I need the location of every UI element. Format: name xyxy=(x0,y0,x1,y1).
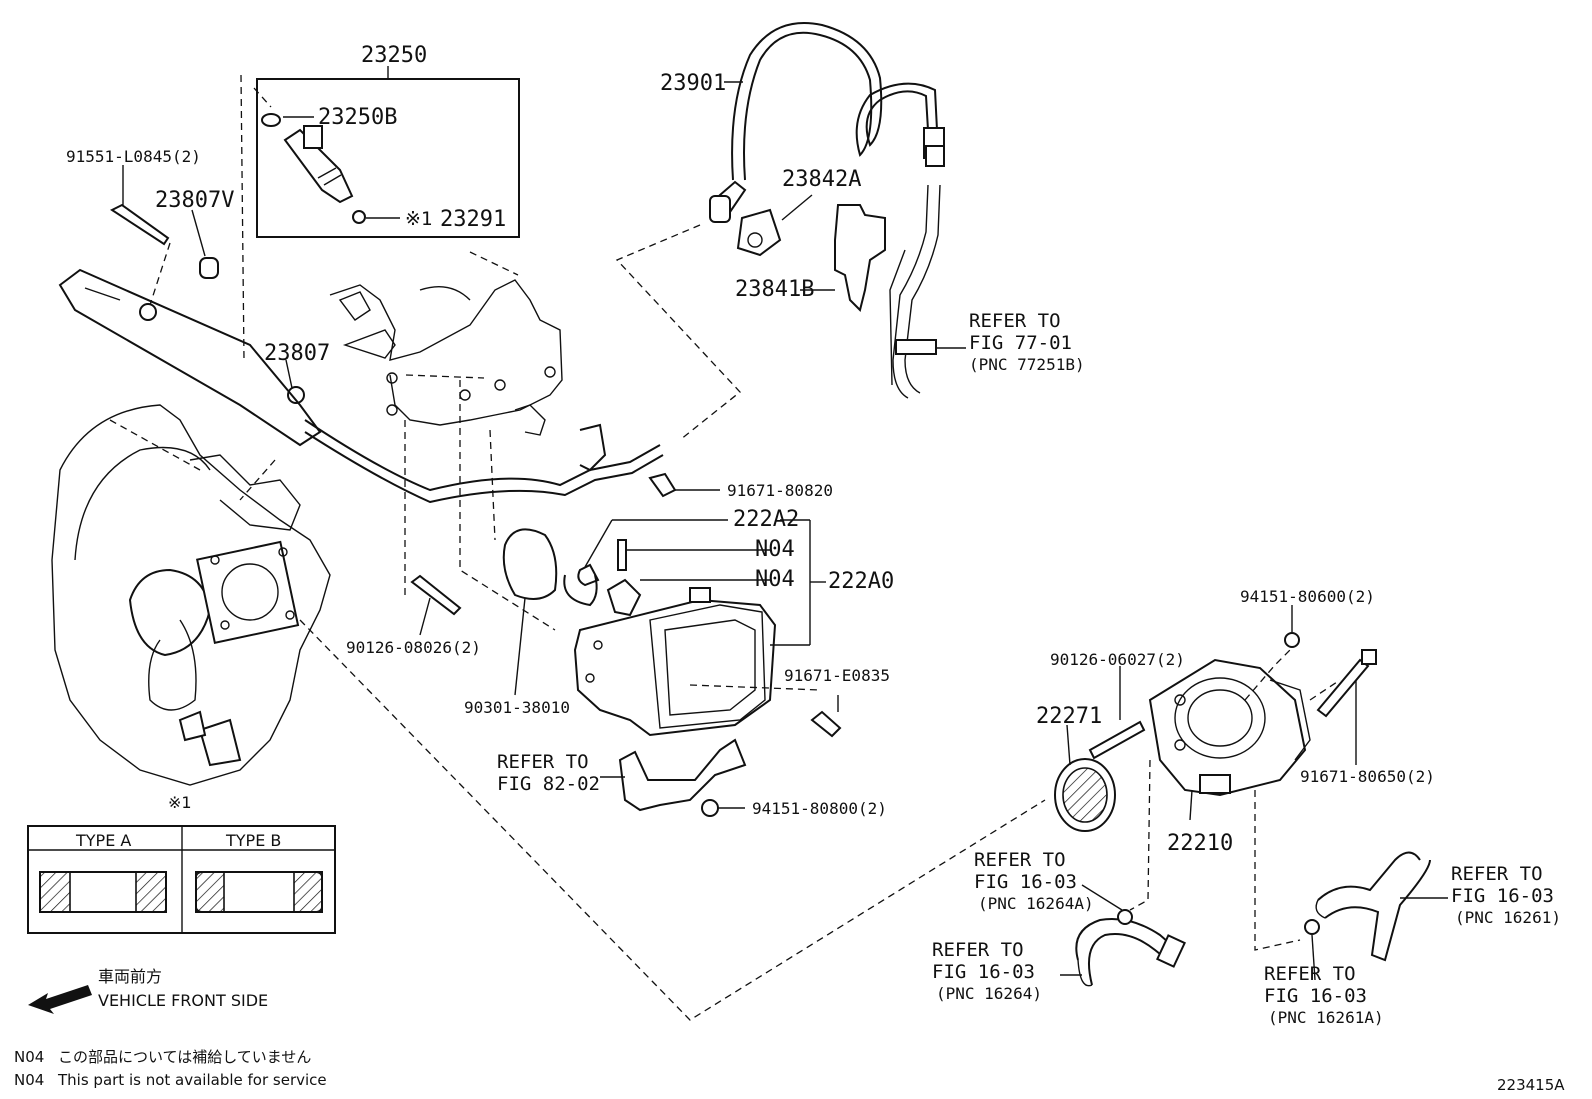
label-222A2: 222A2 xyxy=(733,507,799,532)
label-22210: 22210 xyxy=(1167,831,1233,856)
type-a-section-icon xyxy=(39,871,167,913)
vehicle-front-indicator: 車両前方 VEHICLE FRONT SIDE xyxy=(28,967,268,1014)
refer-16264-line3: (PNC 16264) xyxy=(936,984,1042,1003)
manifold-flange-icon xyxy=(195,540,300,644)
vacuum-lines-77 xyxy=(889,184,966,399)
refer-82-line2: FIG 82-02 xyxy=(497,773,600,795)
refer-16264A-line2: FIG 16-03 xyxy=(974,871,1077,893)
stud-90126-06027-icon xyxy=(1088,666,1146,760)
type-table-mark: ※1 xyxy=(168,793,192,812)
type-table: ※1 TYPE A TYPE B xyxy=(27,793,336,934)
label-23842A: 23842A xyxy=(782,167,861,192)
label-N04-b: N04 xyxy=(755,567,795,592)
refer-16261A-line1: REFER TO xyxy=(1264,963,1356,985)
type-a-label: TYPE A xyxy=(75,831,131,850)
water-hose-16264-icon xyxy=(1060,884,1186,987)
direction-en: VEHICLE FRONT SIDE xyxy=(98,991,268,1010)
label-90126-08026: 90126-08026(2) xyxy=(346,638,481,657)
nut-94151-80800-icon xyxy=(701,799,745,817)
throttle-body-22210 xyxy=(1148,658,1311,821)
footnote-text-1: この部品については補給していません xyxy=(58,1048,311,1066)
type-b-label: TYPE B xyxy=(225,831,281,850)
footnote-text-2: This part is not available for service xyxy=(57,1071,327,1089)
injector-callout-box xyxy=(253,66,520,238)
bolt-91551-icon xyxy=(109,165,170,246)
gasket-90301-icon xyxy=(502,528,558,696)
purge-hose-23901 xyxy=(709,22,945,223)
bracket-23841B-icon xyxy=(800,204,886,312)
refer-16264-line1: REFER TO xyxy=(932,939,1024,961)
label-23291: 23291 xyxy=(440,207,506,232)
label-22271: 22271 xyxy=(1036,704,1102,729)
stud-90126-08026-icon xyxy=(410,574,462,636)
refer-77-line3: (PNC 77251B) xyxy=(969,355,1085,374)
label-23901: 23901 xyxy=(660,71,726,96)
label-90301-38010: 90301-38010 xyxy=(464,698,570,717)
refer-16264A-line3: (PNC 16264A) xyxy=(978,894,1094,913)
refer-82-line1: REFER TO xyxy=(497,751,589,773)
bolt-91671-E0835-icon xyxy=(810,695,842,738)
footnote-code-1: N04 xyxy=(14,1048,44,1066)
label-91671-80650: 91671-80650(2) xyxy=(1300,767,1435,786)
label-222A0: 222A0 xyxy=(828,569,894,594)
refer-16261A-line3: (PNC 16261A) xyxy=(1268,1008,1384,1027)
egr-valve-assembly xyxy=(563,519,826,737)
label-90126-06027: 90126-06027(2) xyxy=(1050,650,1185,669)
label-94151-80800: 94151-80800(2) xyxy=(752,799,887,818)
bolt-91671-80650-icon xyxy=(1316,649,1377,765)
bolt-91671-80820-icon xyxy=(648,472,720,498)
label-23807V: 23807V xyxy=(155,188,234,213)
intake-manifold-outline xyxy=(51,404,331,786)
refer-16261-line2: FIG 16-03 xyxy=(1451,885,1554,907)
fuel-delivery-pipe xyxy=(58,268,664,504)
direction-jp: 車両前方 xyxy=(98,967,162,986)
refer-16264-line2: FIG 16-03 xyxy=(932,961,1035,983)
gasket-22271-icon xyxy=(1054,724,1116,832)
front-arrow-icon xyxy=(28,985,92,1014)
vsv-23842A-icon xyxy=(736,194,813,257)
label-23250: 23250 xyxy=(361,43,427,68)
refer-77-line1: REFER TO xyxy=(969,310,1061,332)
figure-id: 223415A xyxy=(1497,1076,1565,1094)
label-23841B: 23841B xyxy=(735,277,814,302)
fuel-injector-icon xyxy=(283,125,366,224)
refer-77-line2: FIG 77-01 xyxy=(969,332,1072,354)
cylinder-head-outline xyxy=(329,251,607,472)
label-N04-a: N04 xyxy=(755,537,795,562)
footnote-code-2: N04 xyxy=(14,1071,44,1089)
refer-16261-line3: (PNC 16261) xyxy=(1455,908,1561,927)
bracket-82-02-icon xyxy=(600,738,747,812)
nut-94151-80600-icon xyxy=(1284,605,1300,648)
water-hose-16261-icon xyxy=(1304,851,1448,981)
refer-16261-line1: REFER TO xyxy=(1451,863,1543,885)
label-91551-L0845: 91551-L0845(2) xyxy=(66,147,201,166)
o-ring-icon xyxy=(261,113,281,127)
refer-16264A-line1: REFER TO xyxy=(974,849,1066,871)
label-91671-E0835: 91671-E0835 xyxy=(784,666,890,685)
label-23807: 23807 xyxy=(264,341,330,366)
insulator-23807V-icon xyxy=(191,209,219,279)
refer-16261A-line2: FIG 16-03 xyxy=(1264,985,1367,1007)
label-91671-80820: 91671-80820 xyxy=(727,481,833,500)
label-23250B: 23250B xyxy=(318,105,397,130)
label-94151-80600: 94151-80600(2) xyxy=(1240,587,1375,606)
footnotes: N04 この部品については補給していません N04 This part is n… xyxy=(14,1048,327,1089)
note-mark-1: ※1 xyxy=(405,208,432,230)
type-b-section-icon xyxy=(195,871,323,913)
